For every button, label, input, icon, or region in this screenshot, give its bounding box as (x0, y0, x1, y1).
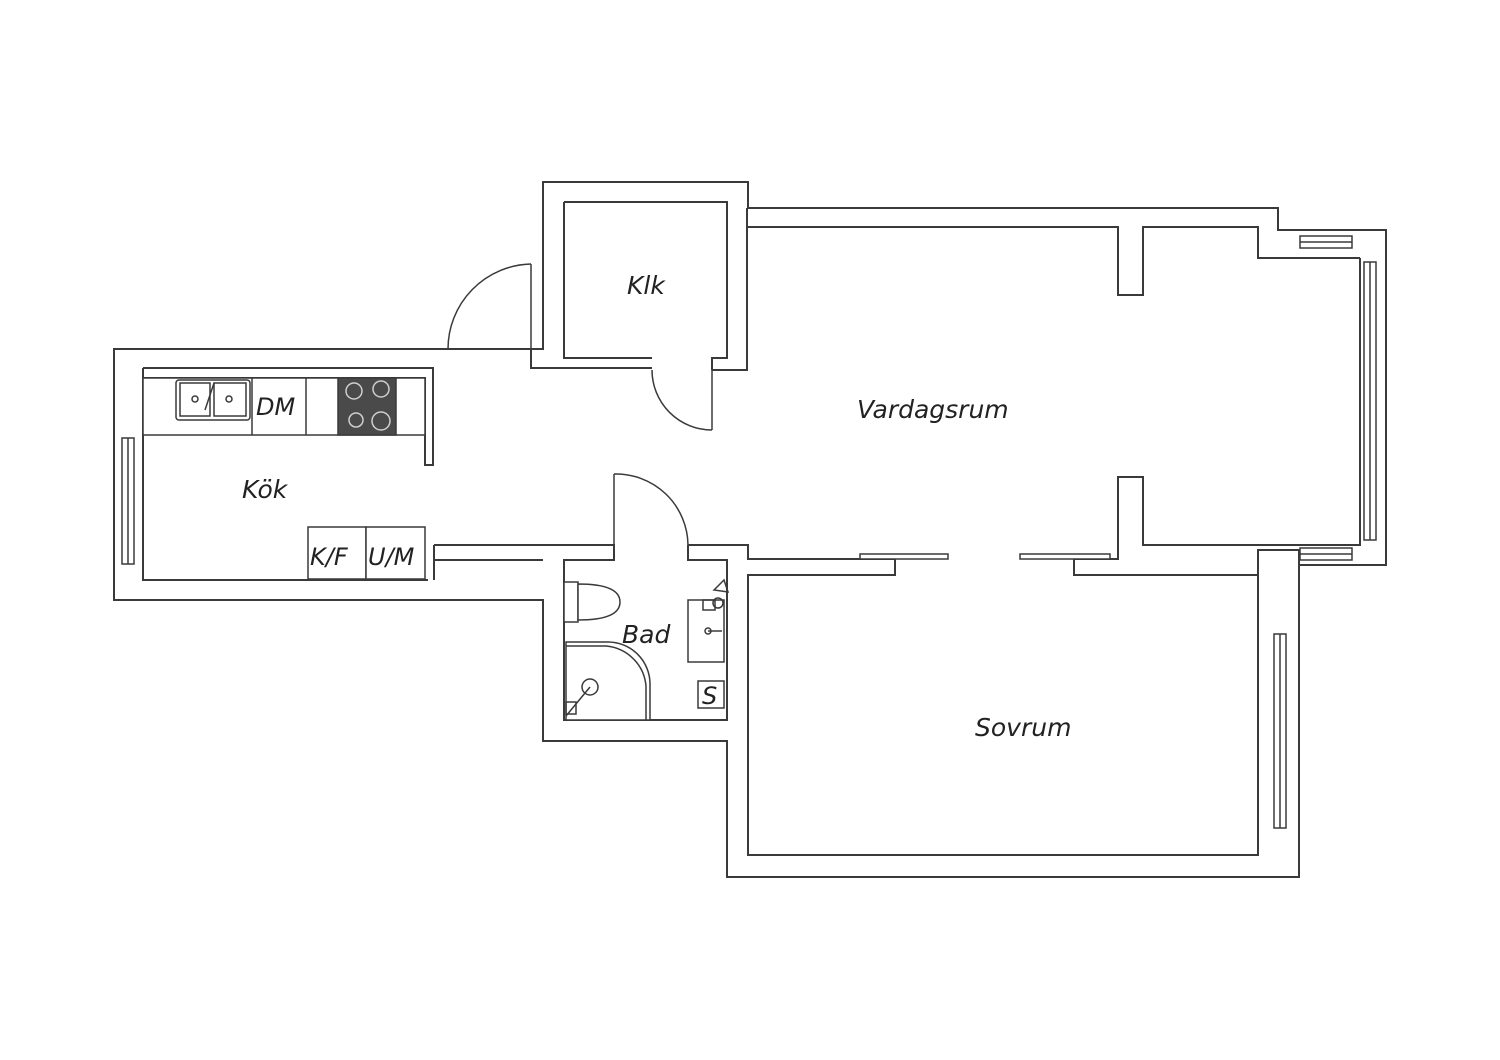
doors (447, 263, 713, 546)
window-bedroom (1273, 633, 1287, 829)
window-living-top-right (1299, 235, 1353, 561)
sink-icon (175, 379, 251, 421)
door-entrance (447, 263, 532, 350)
stove-icon (337, 377, 397, 436)
fridge-oven-units (307, 526, 426, 580)
door-bath (613, 473, 689, 546)
windows (121, 235, 1377, 829)
kitchen-counter (142, 377, 426, 436)
sliding-doors (859, 553, 1111, 560)
labels: Kök Klk Vardagsrum Bad Sovrum DM K/F U/M… (242, 271, 1071, 742)
appliance-label-fridge-freezer: K/F (310, 543, 349, 571)
bathroom-fixtures (563, 578, 730, 721)
washer-box (697, 680, 725, 709)
walls (113, 181, 1387, 878)
shower-icon (565, 641, 651, 721)
room-label-bath: Bad (622, 620, 670, 649)
room-label-bedroom: Sovrum (975, 713, 1071, 742)
room-label-closet: Klk (627, 271, 666, 300)
room-label-kitchen: Kök (242, 475, 289, 504)
appliance-label-washer: S (702, 682, 717, 710)
washbasin-icon (687, 578, 730, 663)
appliance-label-dishwasher: DM (256, 393, 295, 421)
toilet-icon (563, 581, 621, 623)
room-label-living: Vardagsrum (857, 395, 1009, 424)
door-closet (651, 369, 713, 431)
window-living-right (1363, 261, 1377, 541)
window-kitchen (121, 437, 135, 565)
appliance-label-oven-microwave: U/M (368, 543, 415, 571)
